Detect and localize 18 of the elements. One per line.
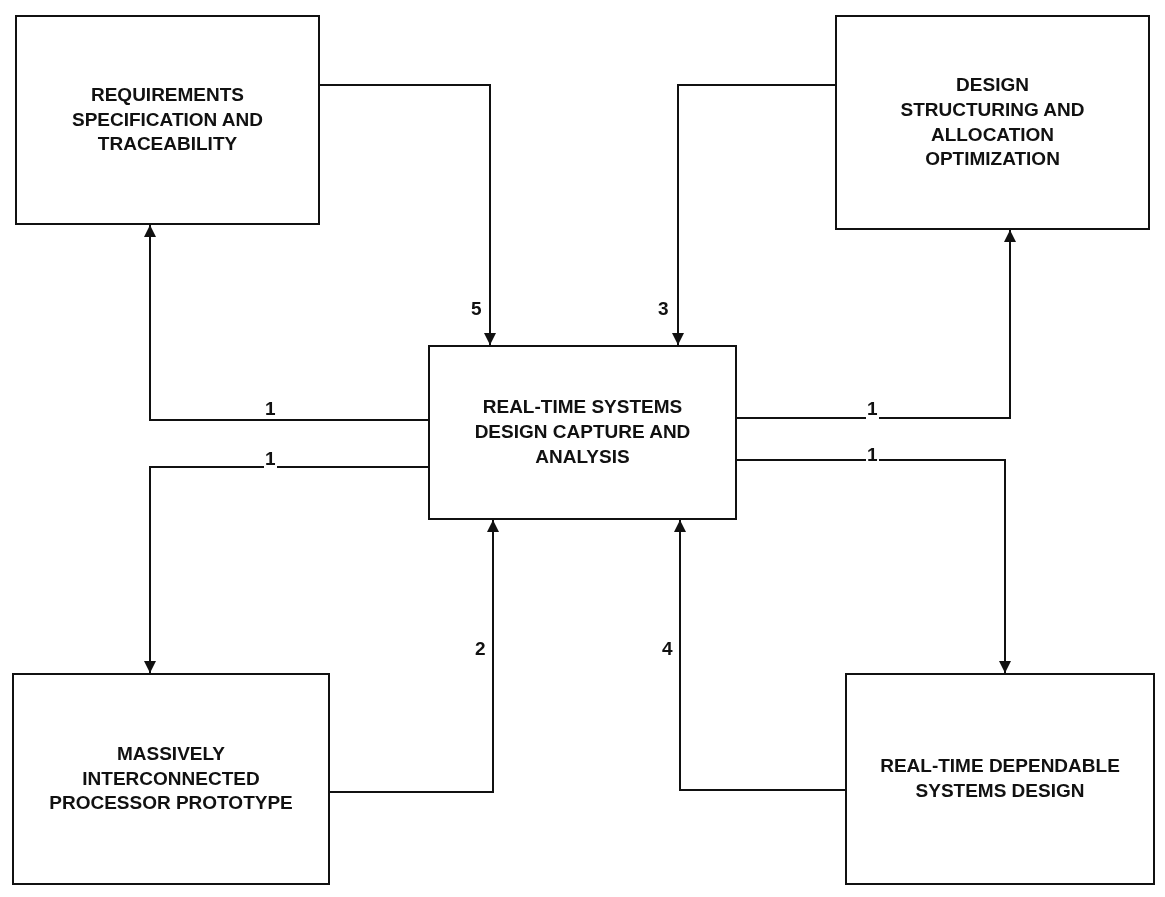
- process-box: [12, 673, 330, 885]
- process-box: [845, 673, 1155, 885]
- box-label: MASSIVELY INTERCONNECTED PROCESSOR PROTOTYPE: [48, 741, 294, 816]
- arrow: [144, 224, 429, 421]
- box-label: REAL-TIME SYSTEMS DESIGN CAPTURE AND ANALYSIS: [473, 395, 692, 469]
- process-box: [15, 15, 320, 225]
- box-label: REQUIREMENTS SPECIFICATION AND TRACEABILITY: [70, 82, 265, 157]
- arrow: [674, 519, 846, 791]
- box-label: DESIGN STRUCTURING AND ALLOCATION OPTIMIZATION: [899, 73, 1086, 172]
- process-box: [835, 15, 1150, 230]
- arrow: [144, 466, 429, 674]
- arrow: [672, 84, 836, 346]
- arrow: [319, 84, 496, 346]
- arrow: [329, 519, 499, 793]
- box-label: REAL-TIME DEPENDABLE SYSTEMS DESIGN: [879, 754, 1121, 803]
- arrow: [736, 229, 1016, 419]
- process-box: [428, 345, 737, 520]
- arrow: [736, 459, 1011, 674]
